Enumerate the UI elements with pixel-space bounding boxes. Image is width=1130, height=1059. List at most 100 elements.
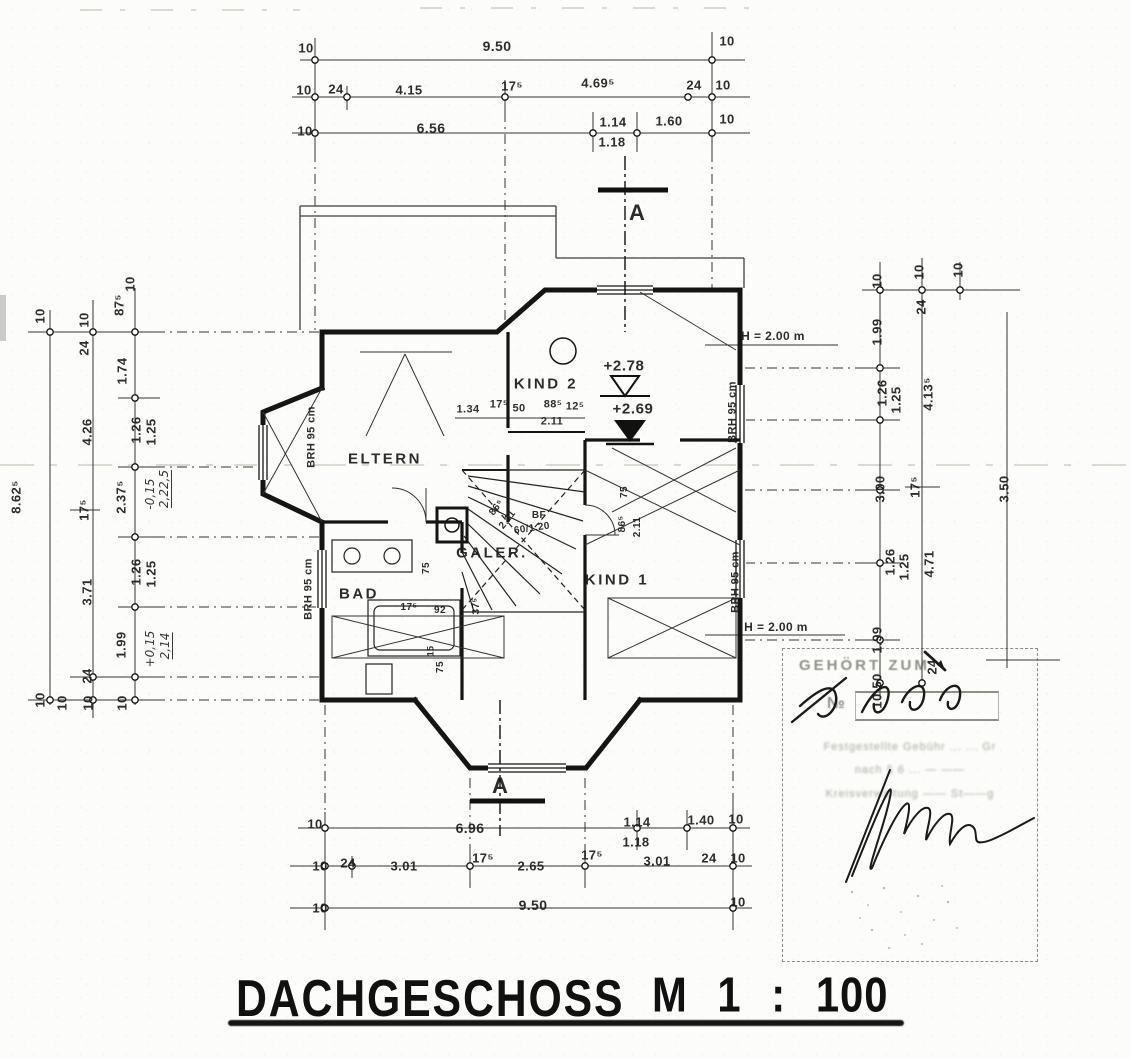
dim-label: 8.62⁵ [8, 480, 24, 514]
dim-label: 60/1.20 [513, 520, 551, 537]
sill-height-label: BRH 95 cm [302, 558, 315, 620]
dim-label: 17⁵ [472, 850, 494, 866]
dim-label: 10 [869, 273, 885, 289]
dim-label: 24 [913, 299, 929, 315]
title-block: DACHGESCHOSS M 1 : 100 [0, 962, 1130, 1052]
scan-edge-smudge [0, 295, 6, 341]
sill-height-label: BRH 95 cm [305, 406, 318, 468]
dim-label: 2.37⁵ [113, 480, 129, 514]
dim-label: 1.18 [598, 134, 626, 150]
dim-label: 2.11 [632, 516, 643, 538]
dim-label: 1.60 [655, 113, 683, 129]
dim-label: 24 [79, 668, 95, 684]
dim-label: 2.65 [517, 858, 545, 874]
dim-label: 4.13⁵ [920, 377, 936, 411]
dim-label: 10 [297, 123, 313, 139]
stamp-faint-line: Kreisverwaltung —— St——g [825, 788, 995, 800]
stamp-header-text: GEHÖRT ZUM [799, 657, 930, 674]
dim-label: 1.34 [456, 403, 480, 416]
dim-label: 50 [869, 673, 885, 689]
dim-label: 10 [719, 111, 735, 127]
dim-label: 1.26 [128, 416, 144, 444]
dim-label: 10 [730, 850, 746, 866]
dim-label: 10 [719, 33, 735, 49]
dim-label: 6.96 [455, 820, 485, 836]
dim-label: 86⁵ [617, 515, 628, 533]
handwritten-correction: -0,15 [143, 478, 157, 510]
approval-stamp: GEHÖRT ZUM № Festgestellte Gebühr ... ..… [782, 648, 1038, 962]
drawing-title: DACHGESCHOSS [236, 969, 625, 1028]
duct-shaft [435, 506, 469, 544]
room-label-galerie: GALER. [456, 544, 528, 562]
dim-label: 24 [701, 850, 717, 866]
level-marker-278: +2.78 [603, 357, 645, 375]
room-label-bad: BAD [339, 585, 379, 603]
dim-label: 17⁵ [581, 847, 603, 863]
dim-label: BF [531, 510, 547, 521]
dim-label: 10 [32, 692, 48, 708]
dim-label: 17⁵ [76, 499, 92, 521]
dim-label: 17⁵ [400, 602, 418, 613]
dim-label: 6.56 [416, 120, 446, 136]
dim-label: 15 [425, 645, 436, 657]
dim-label: 10 [298, 40, 314, 56]
dim-label: 75 [421, 562, 432, 574]
dim-label: 9.50 [482, 38, 512, 54]
dim-label: 10 [728, 811, 744, 827]
dim-label: 17⁵ [907, 476, 923, 498]
dim-label: 9.50 [518, 897, 548, 913]
level-symbols [600, 375, 654, 446]
dim-label: 4.71 [921, 550, 937, 578]
dim-label: 10 [80, 695, 96, 711]
dim-label: 12⁵ [565, 400, 585, 413]
dim-label: 3.01 [643, 853, 671, 869]
dim-label: 10 [122, 276, 138, 292]
clear-height-label: H = 2.00 m [741, 329, 805, 343]
dim-label: 24 [76, 340, 92, 356]
dim-label: 17⁵ [501, 78, 523, 94]
dim-label: 4.15 [395, 82, 423, 98]
chimney [549, 337, 577, 365]
dim-label: 88⁵ [543, 398, 563, 411]
clear-height-label: H = 2.00 m [744, 620, 808, 634]
dim-label: 3.71 [79, 578, 95, 606]
dim-label: 1.25 [143, 418, 159, 446]
room-label-kind2: KIND 2 [513, 375, 579, 393]
dim-label: 10 [715, 77, 731, 93]
sill-height-label: BRH 95 cm [726, 381, 739, 443]
drawing-scale: M 1 : 100 [652, 968, 889, 1023]
dim-label: 37⁵ [471, 597, 482, 615]
dim-label: 17⁵ [489, 398, 509, 411]
dim-label: 10 [950, 262, 966, 278]
stamp-handwritten-scrawl [790, 650, 962, 724]
dim-label: 1.26 [882, 548, 898, 576]
dim-label: 10 [312, 900, 328, 916]
stamp-number-box [855, 691, 999, 721]
roof-slope-markings [262, 291, 741, 659]
bath-fixtures [331, 539, 461, 695]
dim-label: 10 [307, 816, 323, 832]
stairs [461, 469, 586, 613]
dim-label: 87⁵ [111, 294, 127, 316]
dim-label: 4.69⁵ [581, 75, 615, 91]
section-mark-a-top: A [629, 200, 645, 225]
handwritten-correction: +0,15 [143, 630, 157, 668]
dim-label: 1.25 [888, 386, 904, 414]
dim-label: 1.99 [869, 318, 885, 346]
section-mark-a-bottom: A [492, 773, 508, 798]
stamp-faint-line: Festgestellte Gebühr ... ... Gr [823, 741, 997, 753]
dim-label: 3.01 [390, 858, 418, 874]
dim-label: 92 [434, 605, 446, 616]
room-label-eltern: ELTERN [348, 450, 422, 468]
handwritten-correction: 2,22,5 [157, 469, 172, 509]
room-label-kind1: KIND 1 [584, 571, 650, 589]
dim-label: 4.26 [79, 418, 95, 446]
dim-label: 10 [296, 82, 312, 98]
door-arcs [391, 487, 619, 536]
dim-label: 1.99 [113, 631, 129, 659]
stamp-speckles [850, 885, 958, 950]
dim-label: 1.14 [623, 814, 651, 830]
scan-artifact-lines [0, 7, 1130, 466]
